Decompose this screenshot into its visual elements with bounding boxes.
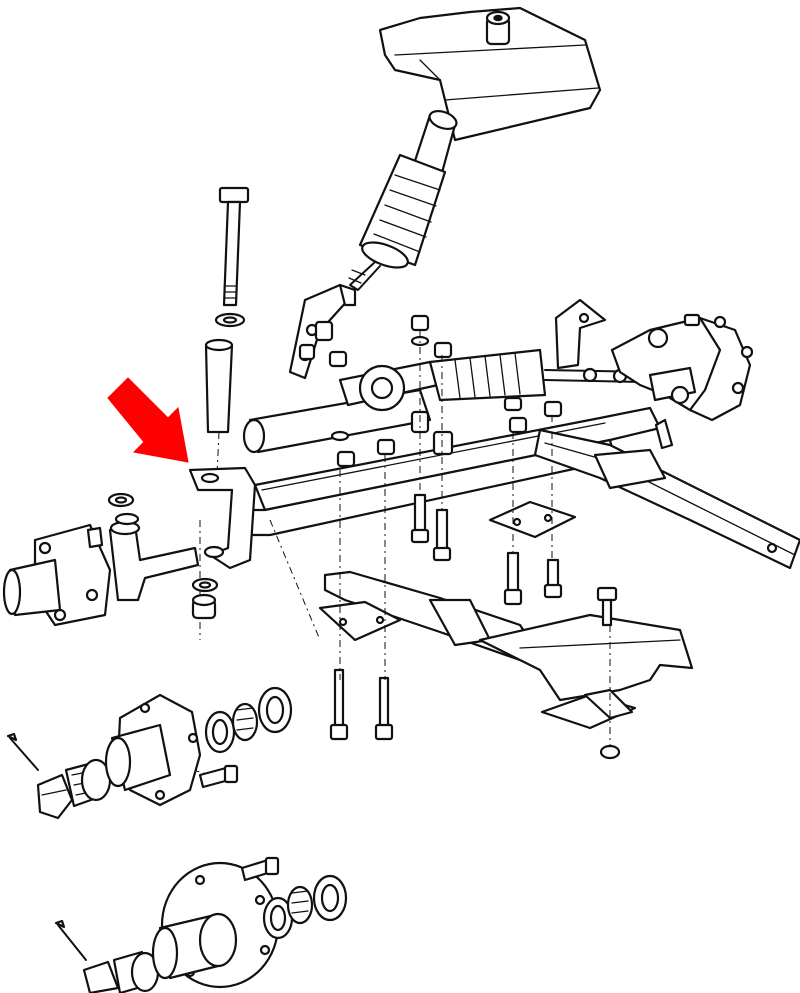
hub-assembly-exploded-1 (6, 686, 293, 820)
spring-plate-right (488, 500, 577, 606)
right-leaf-spring (533, 428, 800, 570)
steering-shaft-boot (348, 109, 458, 291)
steering-rack-assembly (242, 348, 651, 454)
steering-support-bracket (288, 283, 357, 380)
frame-mount-nut (485, 10, 511, 46)
left-kingpin-yoke (188, 466, 257, 570)
kingpin-bolt (218, 186, 250, 307)
left-spring-bolts (329, 668, 394, 741)
left-spindle-hub (2, 520, 200, 627)
left-kingpin-hardware (107, 492, 219, 620)
alignment-lines (159, 330, 611, 776)
right-steering-knuckle (610, 313, 754, 450)
hub-assembly-exploded-2 (54, 856, 348, 993)
red-arrow-icon (107, 377, 189, 463)
lower-frame-section (478, 586, 694, 760)
kingpin-spacer-sleeve (204, 338, 234, 434)
right-shock-bracket (554, 298, 607, 370)
center-u-bolts (410, 493, 452, 562)
upper-frame-section (378, 6, 602, 142)
kingpin-washer (214, 312, 246, 328)
